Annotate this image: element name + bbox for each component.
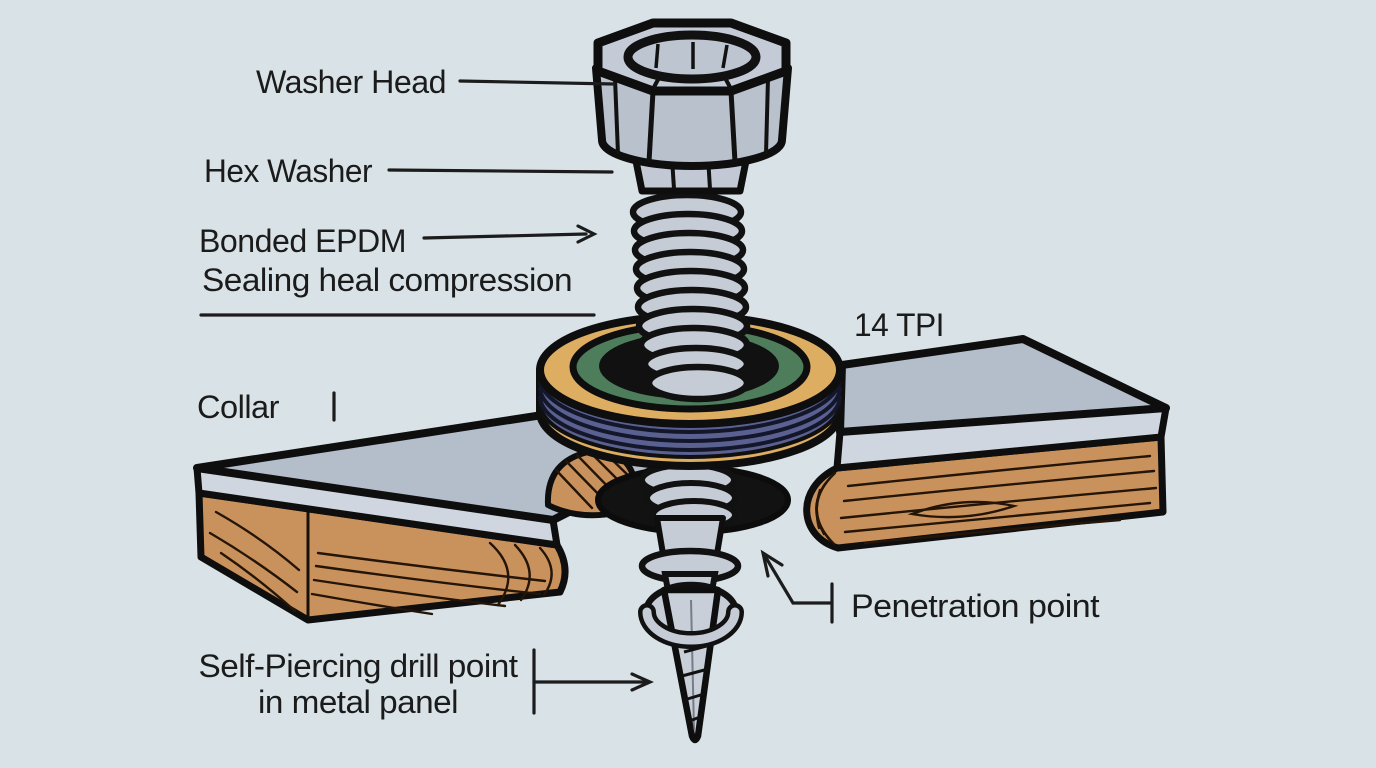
leader-bonded-epdm xyxy=(422,232,588,240)
drill-cone xyxy=(660,586,722,744)
left-panel xyxy=(193,406,672,624)
screw-head xyxy=(592,18,792,195)
leader-washer-head xyxy=(458,79,616,86)
label-washer-head: Washer Head xyxy=(256,64,446,100)
arrowhead-penetration xyxy=(760,549,784,578)
label-bonded-epdm-1: Bonded EPDM xyxy=(199,223,406,259)
label-thread-pitch: 14 TPI xyxy=(854,307,944,343)
arrowhead-bonded-epdm xyxy=(576,224,598,244)
arrowhead-drill-point xyxy=(630,672,654,692)
label-drill-point-2: in metal panel xyxy=(258,684,458,720)
label-drill-point-1: Self-Piercing drill point xyxy=(199,648,519,684)
label-collar: Collar xyxy=(197,389,280,425)
wood-knot xyxy=(907,500,1019,519)
screw-thread xyxy=(629,191,751,403)
right-panel xyxy=(803,335,1170,552)
leader-penetration xyxy=(763,554,834,605)
label-hex-washer: Hex Washer xyxy=(204,153,373,189)
label-bonded-epdm-2: Sealing heal compression xyxy=(202,262,572,298)
annotations: Washer Head Hex Washer Bonded EPDM Seali… xyxy=(197,64,1100,720)
drill-point xyxy=(638,515,744,744)
leader-hex-washer xyxy=(387,168,614,174)
label-penetration-point: Penetration point xyxy=(851,588,1100,624)
